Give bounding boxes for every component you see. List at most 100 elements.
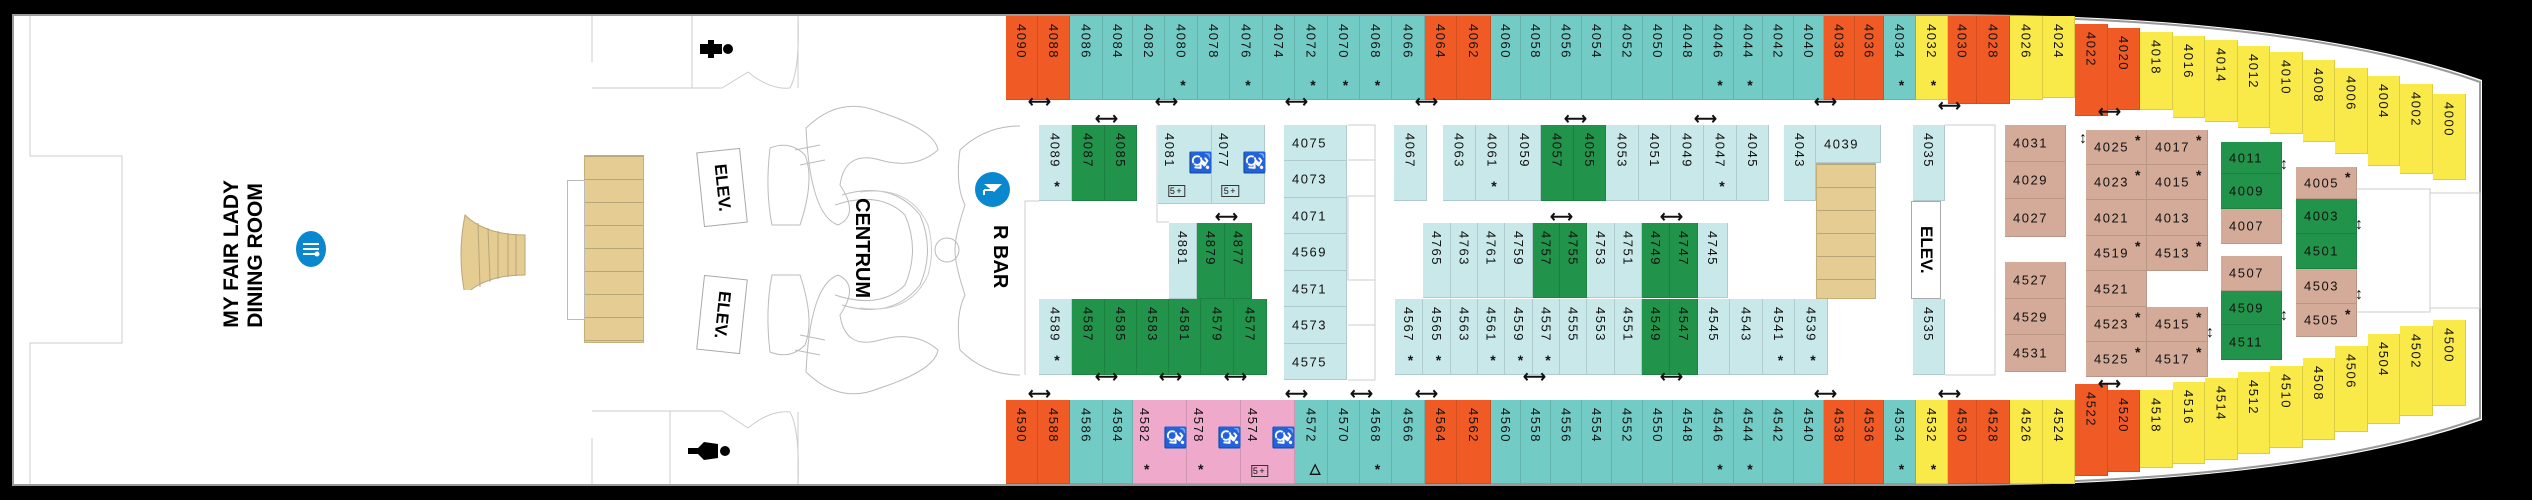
cabin-4573[interactable]: 4573 [1284, 307, 1347, 344]
cabin-4881[interactable]: 4881 [1169, 223, 1197, 299]
cabin-4507[interactable]: 4507 [2221, 256, 2282, 291]
cabin-4501[interactable]: 4501 [2296, 234, 2357, 269]
cabin-4076[interactable]: 4076* [1230, 16, 1263, 100]
cabin-4044[interactable]: 4044* [1734, 16, 1763, 100]
cabin-4032[interactable]: 4032* [1916, 16, 1948, 100]
cabin-4031[interactable]: 4031 [2005, 125, 2066, 162]
cabin-4023[interactable]: 4023* [2086, 165, 2147, 200]
cabin-4004[interactable]: 4004 [2368, 76, 2400, 166]
cabin-4028[interactable]: 4028 [1977, 16, 2010, 104]
cabin-4045[interactable]: 4045 [1737, 125, 1769, 201]
cabin-4087[interactable]: 4087 [1072, 125, 1105, 201]
cabin-4080[interactable]: 4080* [1165, 16, 1198, 100]
cabin-4015[interactable]: 4015* [2147, 165, 2208, 200]
cabin-4552[interactable]: 4552 [1612, 400, 1643, 484]
cabin-4043[interactable]: 4043 [1784, 125, 1816, 201]
cabin-4502[interactable]: 4502 [2400, 326, 2433, 416]
cabin-4500[interactable]: 4500 [2433, 320, 2466, 406]
cabin-4877[interactable]: 4877 [1225, 223, 1252, 299]
cabin-4542[interactable]: 4542 [1763, 400, 1794, 484]
cabin-4022[interactable]: 4022 [2075, 24, 2108, 116]
cabin-4054[interactable]: 4054 [1582, 16, 1612, 100]
cabin-4555[interactable]: 4555 [1560, 299, 1587, 375]
cabin-4559[interactable]: 4559* [1505, 299, 1533, 375]
cabin-4536[interactable]: 4536 [1855, 400, 1884, 484]
cabin-4029[interactable]: 4029 [2005, 162, 2066, 199]
cabin-4530[interactable]: 4530 [1948, 400, 1977, 484]
cabin-4577[interactable]: 4577 [1234, 299, 1267, 375]
cabin-4026[interactable]: 4026 [2010, 16, 2043, 100]
cabin-4556[interactable]: 4556 [1551, 400, 1582, 484]
cabin-4059[interactable]: 4059 [1509, 125, 1541, 201]
cabin-4757[interactable]: 4757 [1533, 223, 1560, 298]
cabin-4075[interactable]: 4075 [1284, 125, 1347, 161]
cabin-4063[interactable]: 4063 [1443, 125, 1476, 201]
cabin-4560[interactable]: 4560 [1491, 400, 1521, 484]
cabin-4545[interactable]: 4545 [1698, 299, 1730, 375]
cabin-4051[interactable]: 4051 [1639, 125, 1671, 201]
cabin-4081[interactable]: 4081♿5+ [1158, 125, 1212, 204]
cabin-4586[interactable]: 4586 [1070, 400, 1103, 484]
cabin-4747[interactable]: 4747 [1670, 223, 1698, 298]
cabin-4565[interactable]: 4565* [1423, 299, 1451, 375]
cabin-4590[interactable]: 4590 [1006, 400, 1038, 484]
cabin-4089[interactable]: 4089* [1039, 125, 1072, 201]
cabin-4005[interactable]: 4005* [2296, 167, 2357, 199]
cabin-4509[interactable]: 4509 [2221, 291, 2282, 325]
cabin-4587[interactable]: 4587 [1072, 299, 1105, 375]
cabin-4566[interactable]: 4566 [1392, 400, 1425, 484]
cabin-4046[interactable]: 4046* [1703, 16, 1734, 100]
cabin-4569[interactable]: 4569 [1284, 234, 1347, 271]
cabin-4520[interactable]: 4520 [2108, 390, 2140, 472]
cabin-4526[interactable]: 4526 [2010, 400, 2043, 484]
cabin-4570[interactable]: 4570 [1328, 400, 1360, 484]
cabin-4521[interactable]: 4521 [2086, 271, 2147, 307]
cabin-4090[interactable]: 4090 [1006, 16, 1038, 100]
cabin-4535[interactable]: 4535 [1913, 299, 1945, 375]
cabin-4540[interactable]: 4540 [1794, 400, 1824, 484]
cabin-4544[interactable]: 4544* [1734, 400, 1763, 484]
cabin-4084[interactable]: 4084 [1103, 16, 1133, 100]
cabin-4751[interactable]: 4751 [1615, 223, 1642, 298]
cabin-4528[interactable]: 4528 [1977, 400, 2010, 484]
cabin-4539[interactable]: 4539* [1795, 299, 1828, 375]
cabin-4038[interactable]: 4038 [1824, 16, 1855, 100]
cabin-4578[interactable]: 4578♿* [1187, 400, 1241, 484]
cabin-4061[interactable]: 4061* [1476, 125, 1509, 201]
cabin-4049[interactable]: 4049 [1671, 125, 1704, 201]
cabin-4503[interactable]: 4503 [2296, 269, 2357, 304]
cabin-4006[interactable]: 4006 [2335, 68, 2368, 154]
cabin-4510[interactable]: 4510 [2270, 366, 2303, 448]
cabin-4581[interactable]: 4581 [1169, 299, 1201, 375]
cabin-4759[interactable]: 4759 [1505, 223, 1533, 298]
cabin-4543[interactable]: 4543 [1730, 299, 1763, 375]
cabin-4524[interactable]: 4524 [2043, 400, 2075, 484]
cabin-4035[interactable]: 4035 [1913, 125, 1945, 201]
cabin-4066[interactable]: 4066 [1392, 16, 1425, 100]
cabin-4042[interactable]: 4042 [1763, 16, 1794, 100]
cabin-4058[interactable]: 4058 [1521, 16, 1551, 100]
cabin-4522[interactable]: 4522 [2075, 384, 2108, 476]
cabin-4013[interactable]: 4013 [2147, 200, 2208, 236]
cabin-4008[interactable]: 4008 [2303, 60, 2335, 142]
cabin-4511[interactable]: 4511 [2221, 325, 2282, 360]
cabin-4588[interactable]: 4588 [1038, 400, 1070, 484]
cabin-4017[interactable]: 4017* [2147, 130, 2208, 165]
cabin-4579[interactable]: 4579 [1201, 299, 1234, 375]
cabin-4765[interactable]: 4765 [1423, 223, 1451, 298]
cabin-4561[interactable]: 4561* [1478, 299, 1505, 375]
cabin-4021[interactable]: 4021 [2086, 200, 2147, 236]
cabin-4549[interactable]: 4549 [1642, 299, 1670, 375]
cabin-4020[interactable]: 4020 [2108, 28, 2140, 110]
cabin-4052[interactable]: 4052 [1612, 16, 1643, 100]
cabin-4082[interactable]: 4082 [1133, 16, 1165, 100]
cabin-4547[interactable]: 4547 [1670, 299, 1698, 375]
cabin-4085[interactable]: 4085 [1105, 125, 1137, 201]
cabin-4563[interactable]: 4563 [1451, 299, 1478, 375]
cabin-4088[interactable]: 4088 [1038, 16, 1070, 100]
cabin-4517[interactable]: 4517* [2147, 342, 2208, 377]
cabin-4572[interactable]: 4572△ [1295, 400, 1328, 484]
cabin-4557[interactable]: 4557* [1533, 299, 1560, 375]
cabin-4071[interactable]: 4071 [1284, 198, 1347, 234]
cabin-4048[interactable]: 4048 [1673, 16, 1703, 100]
